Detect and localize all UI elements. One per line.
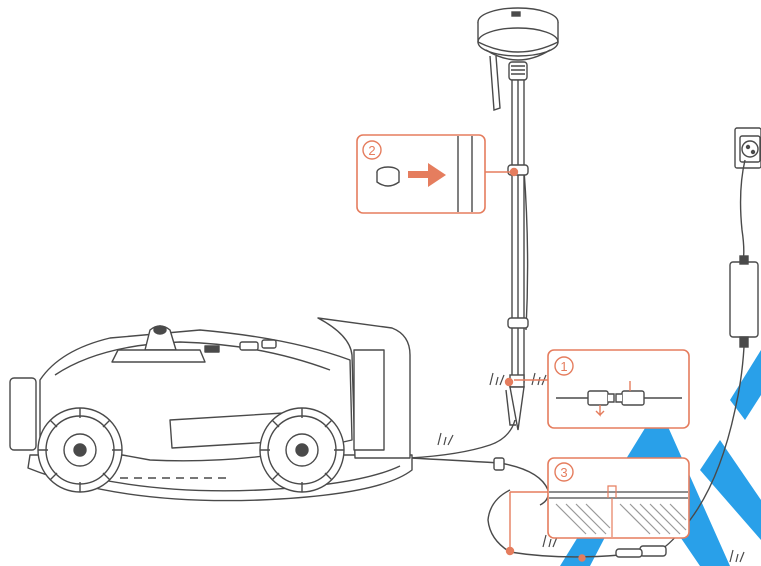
buried-cable-icon [549,485,688,537]
connector-icon [556,381,682,417]
rtk-antenna-icon [477,7,559,431]
step-3-number: 3 [560,465,567,480]
wall-outlet-icon [734,127,761,263]
callout-step-3: 3 [509,457,690,548]
callout-step-2: 2 [356,134,512,214]
step-1-number: 1 [560,359,567,374]
main-cable [487,489,667,562]
cable-clip-icon [376,166,400,187]
mower-icon [9,317,413,502]
arrow-right-icon [408,163,446,187]
callout-step-1: 1 [514,349,690,429]
step-2-number: 2 [368,143,375,158]
